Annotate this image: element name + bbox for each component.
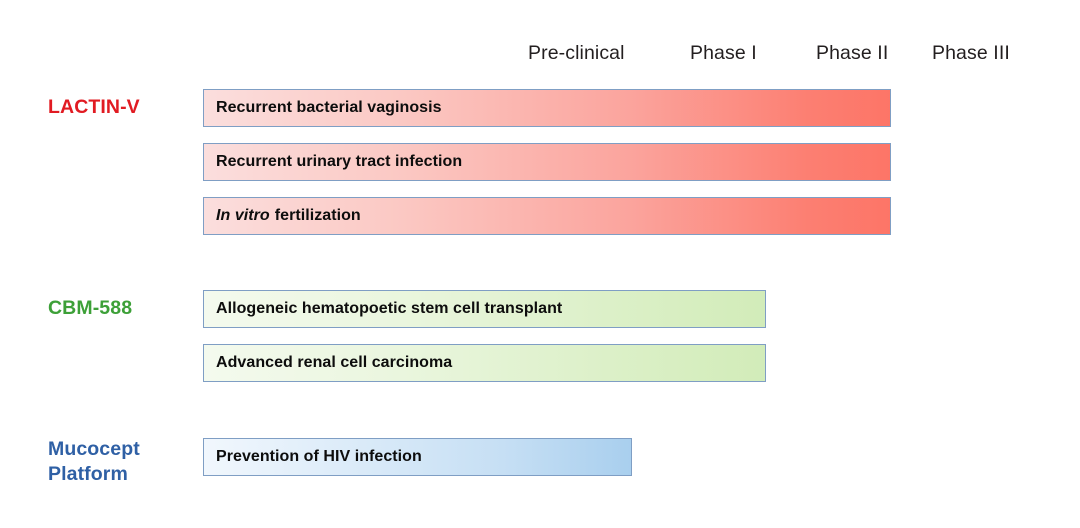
phase-column-label: Phase II xyxy=(816,42,889,64)
phase-column-label: Phase III xyxy=(932,42,1010,64)
pipeline-bar[interactable]: Prevention of HIV infection xyxy=(203,438,632,476)
pipeline-bar-label: Recurrent bacterial vaginosis xyxy=(216,99,442,116)
program-name-label: CBM-588 xyxy=(48,297,133,319)
pipeline-bar[interactable]: Recurrent bacterial vaginosis xyxy=(203,89,891,127)
phase-header-row: Pre-clinical Phase I Phase II Phase III xyxy=(0,40,1080,66)
pipeline-bar-label: Prevention of HIV infection xyxy=(216,448,422,465)
pipeline-bar-label: Advanced renal cell carcinoma xyxy=(216,354,453,371)
pipeline-bar[interactable]: Advanced renal cell carcinoma xyxy=(203,344,766,382)
pipeline-bar[interactable]: Recurrent urinary tract infection xyxy=(203,143,891,181)
pipeline-bar-label: Recurrent urinary tract infection xyxy=(216,153,463,170)
phase-column-label: Phase I xyxy=(690,42,757,64)
pipeline-bar-label-rest: fertilization xyxy=(274,207,361,224)
pipeline-bar-label: Allogeneic hematopoetic stem cell transp… xyxy=(216,300,563,317)
phase-column-label: Pre-clinical xyxy=(528,42,625,64)
program-name-label: Mucocept Platform xyxy=(48,438,140,485)
pipeline-bar[interactable]: Allogeneic hematopoetic stem cell transp… xyxy=(203,290,766,328)
pipeline-bar-label-italic: In vitro xyxy=(216,207,270,224)
program-name-label: LACTIN-V xyxy=(48,96,140,118)
